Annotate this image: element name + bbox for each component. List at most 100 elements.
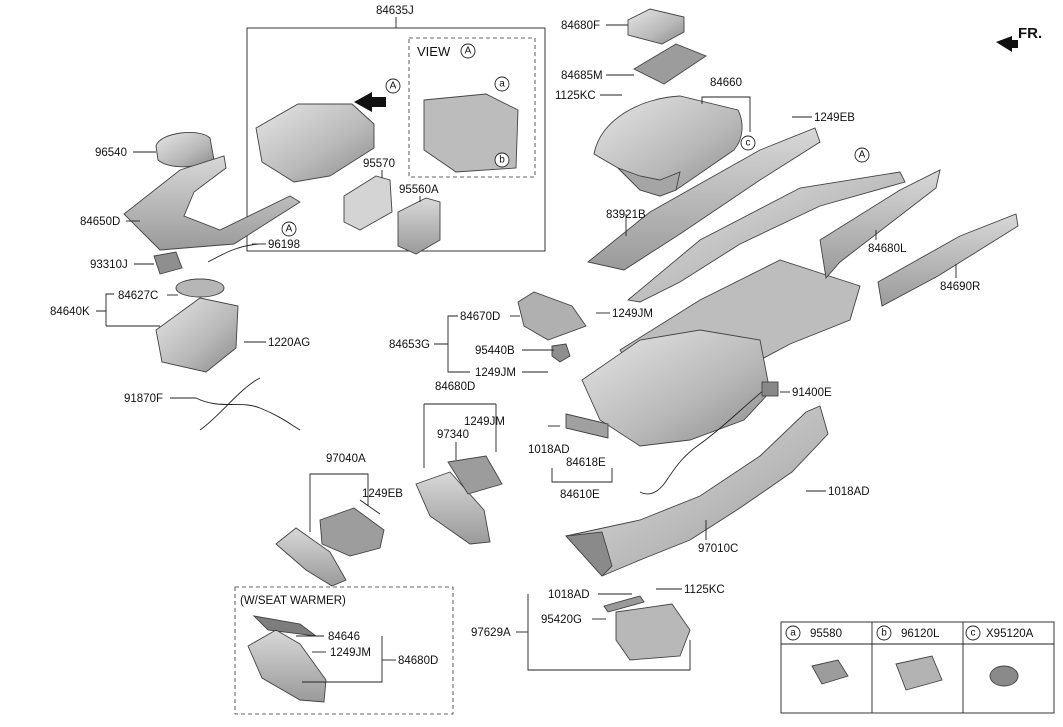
- legend-cell-a: a 95580: [785, 625, 842, 641]
- label-84653G: 84653G: [389, 339, 430, 351]
- label-93310J: 93310J: [90, 259, 128, 271]
- legend-part-X95120A: [989, 665, 1019, 687]
- part-seat-warmer-84680D: [247, 629, 327, 703]
- arrow-left: [354, 92, 386, 112]
- part-97340-switch: [447, 455, 503, 495]
- label-84690R: 84690R: [940, 281, 980, 293]
- label-96540: 96540: [95, 147, 127, 159]
- legend-part-96120L: [895, 655, 943, 691]
- part-84640K-cupholder: [155, 297, 239, 373]
- part-84627C: [175, 278, 225, 298]
- label-83921B: 83921B: [606, 209, 646, 221]
- label-91400E: 91400E: [792, 387, 832, 399]
- label-84660: 84660: [710, 77, 742, 89]
- label-1249JM-a: 1249JM: [475, 367, 516, 379]
- part-95420G: [603, 595, 645, 613]
- legend-c-part: X95120A: [986, 628, 1034, 640]
- label-97340: 97340: [437, 429, 469, 441]
- part-95570-pcb: [343, 175, 393, 231]
- seat-warmer-frame: [234, 586, 454, 715]
- part-84660-armrest-base: [617, 167, 681, 197]
- legend-part-95580: [811, 659, 849, 685]
- part-84650D-trim: [123, 155, 301, 251]
- circle-a-view: a: [494, 76, 510, 92]
- label-1018AD-b: 1018AD: [828, 486, 870, 498]
- circle-A-right-text: A: [859, 150, 866, 161]
- label-1125KC-b: 1125KC: [684, 584, 725, 596]
- label-95440B: 95440B: [475, 345, 515, 357]
- circle-a-view-text: a: [499, 79, 505, 90]
- part-console-main: [626, 171, 906, 303]
- label-84650D: 84650D: [80, 216, 120, 228]
- label-84680L: 84680L: [868, 243, 907, 255]
- part-91870F-harness: [195, 397, 301, 431]
- label-95560A: 95560A: [399, 184, 439, 196]
- view-a-frame: [408, 37, 536, 178]
- label-84685M: 84685M: [561, 70, 603, 82]
- label-seat-warmer: (W/SEAT WARMER): [240, 595, 346, 607]
- label-84680D-a: 84680D: [435, 381, 475, 393]
- label-84627C: 84627C: [118, 290, 158, 302]
- label-95570: 95570: [363, 158, 395, 170]
- legend-a-letter: a: [790, 628, 796, 639]
- leader-84640K: [96, 293, 114, 312]
- circle-A-view: A: [460, 43, 476, 59]
- label-1018AD-a: 1018AD: [528, 444, 570, 456]
- label-1249EB-b: 1249EB: [362, 488, 403, 500]
- part-97010C-duct-end: [565, 531, 613, 577]
- part-95560A: [397, 197, 441, 255]
- part-84685M-mat: [633, 43, 707, 85]
- legend-c-letter: c: [971, 628, 976, 639]
- part-console-body: [581, 329, 771, 447]
- label-84646: 84646: [328, 631, 360, 643]
- label-97040A: 97040A: [326, 453, 366, 465]
- part-95440B: [551, 343, 571, 363]
- part-96198-cable: [207, 243, 259, 263]
- part-96540-shifter: [155, 132, 215, 168]
- label-84640K: 84640K: [50, 306, 90, 318]
- leader-97040A: [309, 473, 369, 532]
- fr-arrow: [996, 36, 1018, 52]
- part-91870F-harness-b: [199, 377, 261, 431]
- part-84635J-storage: [255, 103, 375, 183]
- part-97010C-duct: [565, 405, 829, 577]
- legend-cell-b: b 96120L: [876, 625, 940, 641]
- part-84680L: [819, 169, 941, 280]
- circle-A-left: A: [281, 221, 297, 237]
- label-84635J: 84635J: [376, 5, 414, 17]
- circle-b-view-text: b: [499, 155, 505, 166]
- circle-A-top-text: A: [390, 81, 397, 92]
- label-1249JM-b: 1249JM: [612, 308, 653, 320]
- label-97629A: 97629A: [471, 627, 511, 639]
- leader-84653G: [434, 315, 458, 345]
- part-84680D-panel: [415, 471, 491, 545]
- label-97010C: 97010C: [698, 543, 738, 555]
- view-label: VIEW: [417, 44, 451, 59]
- label-fr: FR.: [1018, 25, 1042, 42]
- legend-b-part: 96120L: [901, 628, 940, 640]
- circle-A-view-text: A: [465, 46, 472, 57]
- part-84618E: [565, 413, 609, 439]
- legend-frame: [780, 621, 1055, 714]
- circle-b-view: b: [494, 152, 510, 168]
- leader-84653G-b: [447, 344, 470, 373]
- label-1018AD-c: 1018AD: [548, 589, 590, 601]
- part-seat-warmer-84646: [252, 615, 318, 637]
- label-84680F: 84680F: [561, 20, 600, 32]
- label-84610E: 84610E: [560, 489, 600, 501]
- label-84618E: 84618E: [566, 457, 606, 469]
- part-84690R: [877, 213, 1019, 307]
- label-84680D-b: 84680D: [398, 655, 438, 667]
- circle-c-lid-text: c: [746, 138, 751, 149]
- label-91870F: 91870F: [124, 393, 163, 405]
- part-91400E-harness: [639, 389, 765, 495]
- leader-84680D-b: [302, 636, 383, 683]
- part-83921B-panel: [586, 127, 821, 271]
- label-95420G: 95420G: [541, 614, 582, 626]
- part-84670D: [517, 291, 587, 341]
- view-a-assembly: [423, 93, 519, 173]
- part-97629A-stand: [615, 603, 691, 661]
- leader-84610E: [551, 468, 613, 483]
- label-1249EB-a: 1249EB: [814, 112, 855, 124]
